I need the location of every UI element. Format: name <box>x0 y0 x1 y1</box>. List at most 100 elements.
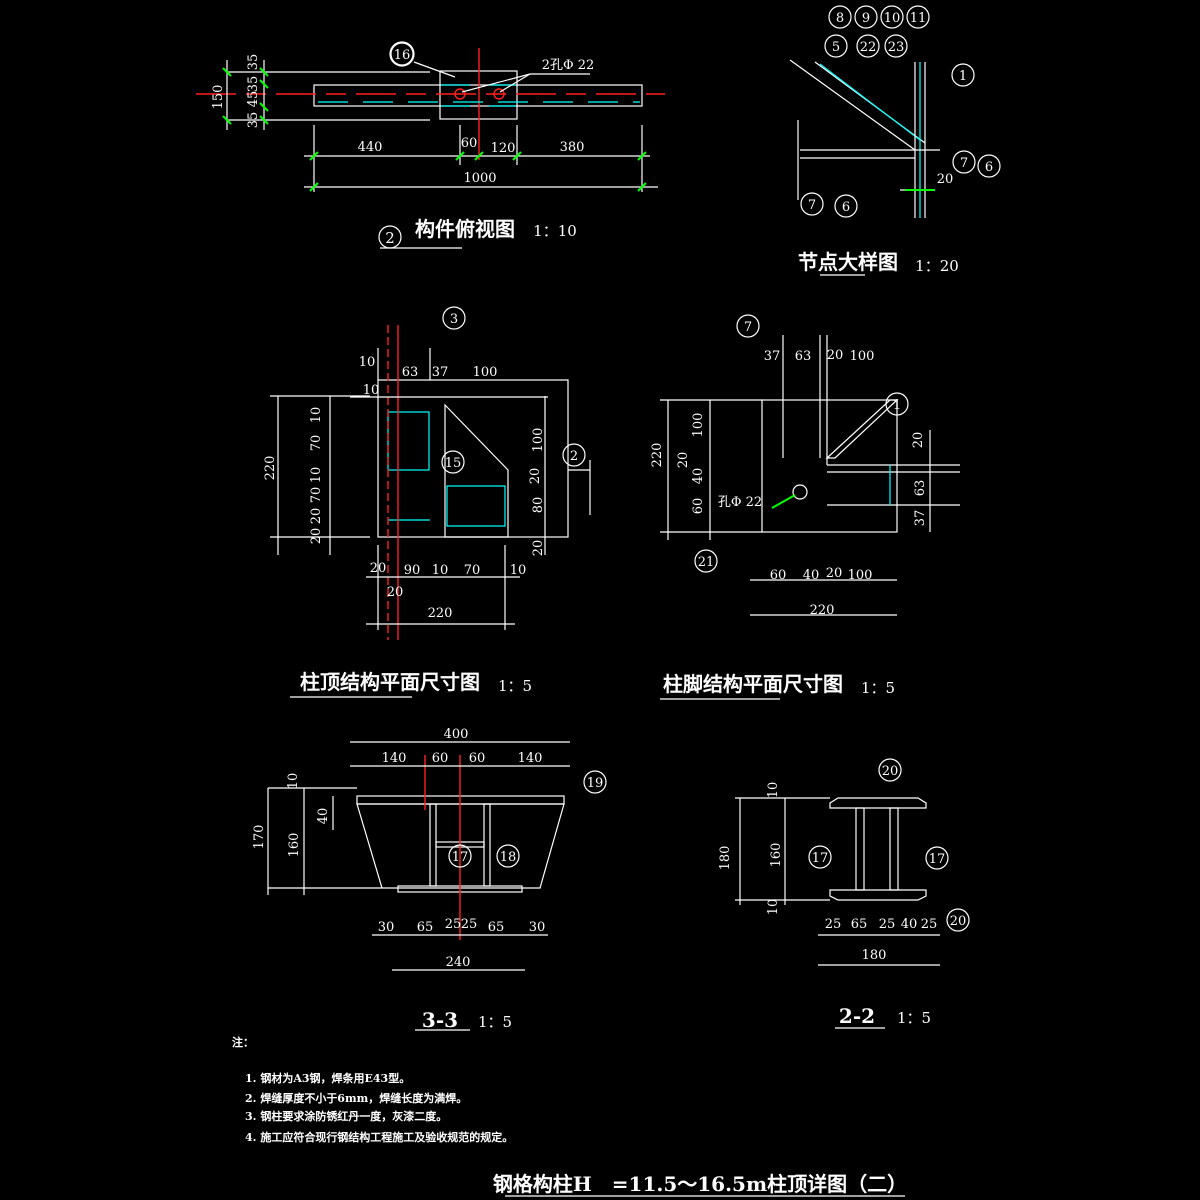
tag-circle <box>878 758 902 782</box>
section-3-3-tags-0: 19 <box>587 776 604 791</box>
column-foot-left-dims-1: 100 <box>691 413 706 438</box>
tag-circle <box>977 154 1001 178</box>
tag-circle <box>952 150 976 174</box>
node-detail-tags-2: 10 <box>884 11 901 26</box>
section-3-3-bottom-dims-3: 25 <box>461 917 478 932</box>
node-detail-dim: 20 <box>937 172 954 187</box>
node-detail-tags-11: 6 <box>842 200 850 215</box>
column-foot-bottom-dims-2: 20 <box>826 566 843 581</box>
column-top-tags-2: 2 <box>570 449 578 464</box>
column-top-bottom-dims-0: 20 <box>370 561 387 576</box>
section-3-3-bottom-dims-2: 25 <box>445 917 462 932</box>
node-detail-scale: 1：20 <box>915 257 959 275</box>
column-top-title: 柱顶结构平面尺寸图 <box>300 670 480 694</box>
section-3-3-title: 3-3 <box>422 1008 458 1032</box>
section-3-3-bottom-dims-5: 30 <box>529 920 546 935</box>
tag-circle <box>824 34 848 58</box>
column-top-right-dims-2: 80 <box>531 497 546 514</box>
tag-circle <box>951 63 975 87</box>
main-title: 钢格构柱H =11.5～16.5m柱顶详图（二） <box>493 1172 907 1196</box>
top-view-left-dims-0: 35 <box>246 54 261 71</box>
top-view-scale: 1：10 <box>533 222 577 240</box>
column-top-right-dims-1: 20 <box>528 468 543 485</box>
section-2-2-bottom-dims-1: 65 <box>851 917 868 932</box>
column-foot-bottom-dims-0: 60 <box>770 568 787 583</box>
section-2-2-tags-2: 17 <box>929 852 946 867</box>
section-3-3-top-dims-4: 140 <box>518 751 543 766</box>
section-3-3-top-dims-1: 140 <box>382 751 407 766</box>
column-foot-bottom-dims-4: 220 <box>810 603 835 618</box>
node-detail-tags-9: 6 <box>985 160 993 175</box>
top-view-bottom-dims-0: 440 <box>358 140 383 155</box>
tag-circle <box>880 5 904 29</box>
top-view-bottom-dims-1: 60 <box>461 136 478 151</box>
column-top-left-dims-5: 20 <box>309 508 324 525</box>
tag-circle <box>856 34 880 58</box>
top-view-section-no: 2 <box>385 229 395 247</box>
column-foot-right-dims-0: 20 <box>911 432 926 449</box>
column-foot-geometry <box>660 335 960 700</box>
column-top-left-dims-3: 10 <box>309 467 324 484</box>
node-detail-geometry <box>789 59 940 276</box>
section-3-3-top-dims-3: 60 <box>469 751 486 766</box>
node-detail-title: 节点大样图 <box>798 250 898 274</box>
column-foot-right-dims-1: 63 <box>913 480 928 497</box>
top-view-bottom-dims-3: 380 <box>560 140 585 155</box>
tag-circle <box>834 194 858 218</box>
column-foot-bottom-dims-3: 100 <box>848 568 873 583</box>
node-detail-tags-6: 23 <box>888 40 905 55</box>
section-3-3-scale: 1：5 <box>478 1013 512 1031</box>
section-3-3-bottom-dims-4: 65 <box>488 920 505 935</box>
section-3-3-left-dims-1: 40 <box>316 808 331 825</box>
section-3-3-tags-1: 17 <box>452 850 469 865</box>
column-top-top-dims-0: 10 <box>359 355 376 370</box>
column-top-top-dims-1: 10 <box>363 383 380 398</box>
tag-circle <box>583 770 607 794</box>
column-top-right-dims-0: 100 <box>531 428 546 453</box>
column-foot-hole: 孔Φ 22 <box>718 495 762 510</box>
column-foot-left-dims-4: 60 <box>691 498 706 515</box>
top-view-geometry <box>196 41 665 249</box>
section-3-3-left-dims-0: 10 <box>286 773 301 790</box>
column-top-top-dims-4: 100 <box>473 365 498 380</box>
column-foot-left-dims-2: 20 <box>676 452 691 469</box>
column-top-bottom-dims-2: 10 <box>432 563 449 578</box>
column-top-top-dims-2: 63 <box>402 365 419 380</box>
section-3-3-tags-2: 18 <box>500 850 517 865</box>
node-detail-tags-10: 7 <box>808 198 816 213</box>
column-top-bottom-dims-6: 220 <box>428 606 453 621</box>
section-2-2-tags-3: 20 <box>950 914 967 929</box>
section-3-3-bottom-dims-0: 30 <box>378 920 395 935</box>
column-top-scale: 1：5 <box>498 677 532 695</box>
notes-items-1: 2. 焊缝厚度不小于6mm，焊缝长度为满焊。 <box>245 1091 467 1105</box>
tag-circle <box>390 42 414 66</box>
node-detail-tags-1: 9 <box>862 11 870 26</box>
section-2-2-geometry <box>735 797 940 1029</box>
column-foot-left-dims-0: 220 <box>650 443 665 468</box>
tag-circle <box>808 845 832 869</box>
column-foot-right-dims-2: 37 <box>913 510 928 527</box>
column-foot-scale: 1：5 <box>861 679 895 697</box>
tag-circle <box>885 392 909 416</box>
node-detail-tags-7: 1 <box>959 69 967 84</box>
column-top-tags-1: 15 <box>445 456 462 471</box>
section-2-2-left-dims-2: 10 <box>766 899 781 916</box>
node-detail-tags-8: 7 <box>960 156 968 171</box>
column-foot-title: 柱脚结构平面尺寸图 <box>663 672 843 696</box>
column-top-left-dims-1: 10 <box>309 407 324 424</box>
tag-circle <box>442 306 466 330</box>
top-view-tag: 16 <box>394 48 411 63</box>
section-3-3-top-dims-2: 60 <box>432 751 449 766</box>
tag-circle <box>694 549 718 573</box>
top-view-left-dims-1: 35 <box>246 76 261 93</box>
column-top-bottom-dims-4: 10 <box>510 563 527 578</box>
tag-circle <box>562 443 586 467</box>
column-top-left-dims-4: 70 <box>309 487 324 504</box>
tag-circle <box>925 846 949 870</box>
column-foot-top-dims-1: 63 <box>795 349 812 364</box>
column-foot-bottom-dims-1: 40 <box>803 568 820 583</box>
section-2-2-tags-1: 17 <box>812 851 829 866</box>
tag-circle <box>884 34 908 58</box>
